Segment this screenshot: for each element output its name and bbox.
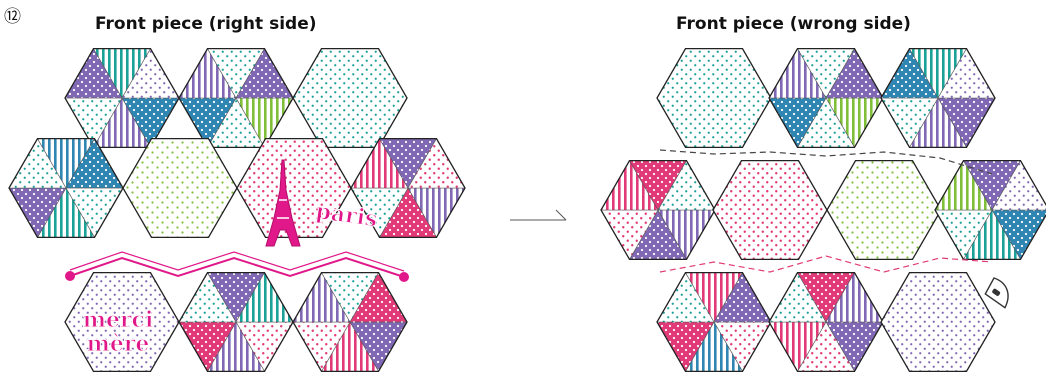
fabric-hexagon — [178, 271, 294, 373]
fabric-hexagon — [600, 159, 716, 261]
eiffel-tower-icon — [265, 159, 301, 247]
step-number: ⑫ — [4, 7, 21, 27]
fabric-hexagon — [292, 47, 408, 149]
fabric-hexagon — [64, 47, 180, 149]
fabric-hexagon — [880, 47, 996, 149]
pressing-guide-lines — [659, 149, 993, 273]
fabric-hexagon — [768, 271, 884, 373]
front-piece-right-side — [8, 47, 466, 373]
fabric-hexagon — [236, 137, 352, 239]
fabric-hexagon — [656, 47, 772, 149]
front-piece-wrong-side — [600, 47, 1046, 373]
stitch-end-dot — [399, 272, 409, 282]
fabric-hexagon — [8, 137, 124, 239]
merci-applique-line2: mère — [87, 331, 150, 357]
left-panel-title: Front piece (right side) — [95, 14, 317, 34]
fabric-hexagon — [292, 271, 408, 373]
fabric-hexagon — [712, 159, 828, 261]
arrow-right-icon — [510, 209, 567, 221]
fabric-hexagon — [64, 271, 180, 373]
fabric-hexagon — [350, 137, 466, 239]
stitch-start-dot — [65, 271, 75, 281]
fabric-hexagon — [826, 159, 942, 261]
fabric-hexagon — [768, 47, 884, 149]
fabric-hexagon — [122, 137, 238, 239]
fabric-hexagon — [656, 271, 772, 373]
fabric-hexagon — [880, 271, 996, 373]
right-panel-title: Front piece (wrong side) — [676, 14, 911, 34]
iron-icon — [984, 277, 1009, 309]
stitch-line — [65, 251, 409, 282]
merci-applique-line1: merci — [83, 307, 154, 333]
fabric-hexagon — [934, 159, 1046, 261]
fabric-hexagon — [178, 47, 294, 149]
